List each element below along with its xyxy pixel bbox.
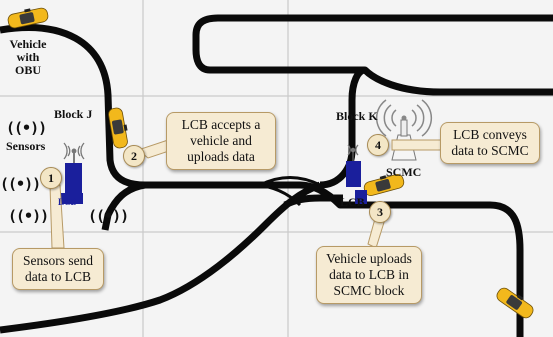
junction-lines	[249, 176, 321, 207]
step-3-badge: 3	[369, 201, 391, 223]
callout-step-3: Vehicle uploads data to LCB in SCMC bloc…	[316, 246, 422, 304]
sensor-wave-icon: ((•))	[6, 119, 47, 137]
antenna-icon	[347, 144, 359, 156]
callout-step-2: LCB accepts a vehicle and uploads data	[166, 112, 276, 170]
car-icon	[7, 7, 49, 29]
block-j-label: Block J	[54, 107, 93, 121]
vehicle-obu-label: Vehicle with OBU	[6, 38, 50, 77]
step-4-badge: 4	[367, 134, 389, 156]
sensors-label: Sensors	[6, 139, 46, 153]
callout-pointers	[49, 139, 445, 249]
step-2-badge: 2	[123, 145, 145, 167]
car-icon	[496, 287, 534, 319]
road-bottom-right	[283, 194, 343, 209]
road-left-branch	[101, 181, 146, 231]
lcb-right-device	[346, 150, 367, 204]
sensor-wave-icon: ((•))	[88, 207, 129, 225]
callout-step-1: Sensors send data to LCB	[12, 248, 104, 290]
road-upper-loop	[192, 14, 553, 96]
car-icon	[108, 107, 128, 149]
sensor-wave-icon: ((•))	[0, 175, 41, 193]
vehicle-label-line2: with	[16, 50, 40, 64]
vehicle-label-line1: Vehicle	[9, 37, 47, 51]
road-loop-down	[319, 66, 366, 189]
step-1-badge: 1	[40, 167, 62, 189]
block-k-label: Block K	[336, 109, 378, 123]
lcb-left-label: LCB	[58, 197, 77, 207]
antenna-icon	[63, 142, 85, 160]
callout-step-4: LCB conveys data to SCMC	[440, 122, 540, 164]
roads	[0, 14, 553, 337]
lcb-right-label: LCB	[340, 195, 365, 209]
vehicle-label-line3: OBU	[14, 63, 41, 77]
scmc-label: SCMC	[386, 165, 422, 179]
sensor-wave-icon: ((•))	[8, 207, 49, 225]
